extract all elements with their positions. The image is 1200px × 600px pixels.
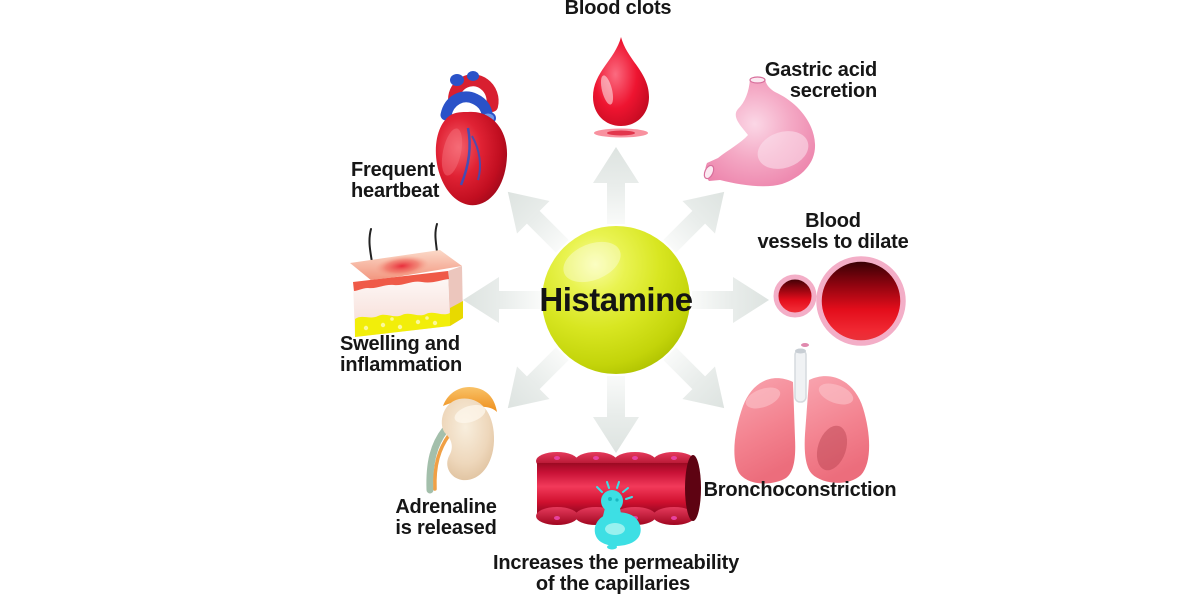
label-frequent-heartbeat: Frequent heartbeat: [351, 160, 481, 202]
histamine-ball-icon: [542, 226, 690, 374]
skin-cross-section-icon: [350, 223, 463, 337]
label-swelling-inflammation: Swelling and inflammation: [340, 334, 510, 376]
leukocyte-cell-icon: [594, 481, 641, 550]
label-capillary-permeability: Increases the permeability of the capill…: [493, 552, 740, 595]
label-line: Swelling and: [340, 333, 460, 355]
capillary-icon: [536, 452, 701, 550]
label-line: Blood clots: [564, 0, 672, 19]
label-line: Adrenaline: [395, 496, 497, 518]
label-line: inflammation: [340, 354, 463, 376]
stomach-icon: [703, 76, 816, 187]
label-line: of the capillaries: [535, 573, 691, 595]
label-line: secretion: [789, 80, 877, 102]
label-line: Blood: [805, 210, 861, 232]
label-adrenaline-released: Adrenaline is released: [366, 497, 526, 539]
label-line: Bronchoconstriction: [703, 479, 897, 501]
label-blood-clots: Blood clots: [538, 0, 698, 19]
heart-icon: [435, 71, 508, 206]
label-blood-vessels-dilate: Blood vessels to dilate: [743, 211, 923, 253]
label-line: vessels to dilate: [757, 231, 909, 253]
label-bronchoconstriction: Bronchoconstriction: [700, 480, 900, 501]
label-gastric-acid-secretion: Gastric acid secretion: [727, 60, 877, 102]
lungs-icon: [734, 348, 870, 484]
label-line: Gastric acid: [764, 59, 877, 81]
label-line: Frequent: [351, 159, 435, 181]
label-line: heartbeat: [351, 180, 440, 202]
center-label: Histamine: [539, 281, 693, 318]
blood-drop-icon: [593, 37, 649, 138]
adrenal-gland-kidney-icon: [426, 386, 497, 494]
label-line: Increases the permeability: [493, 552, 740, 574]
label-line: is released: [395, 517, 497, 539]
blood-vessel-cross-sections-icon: [773, 256, 906, 347]
